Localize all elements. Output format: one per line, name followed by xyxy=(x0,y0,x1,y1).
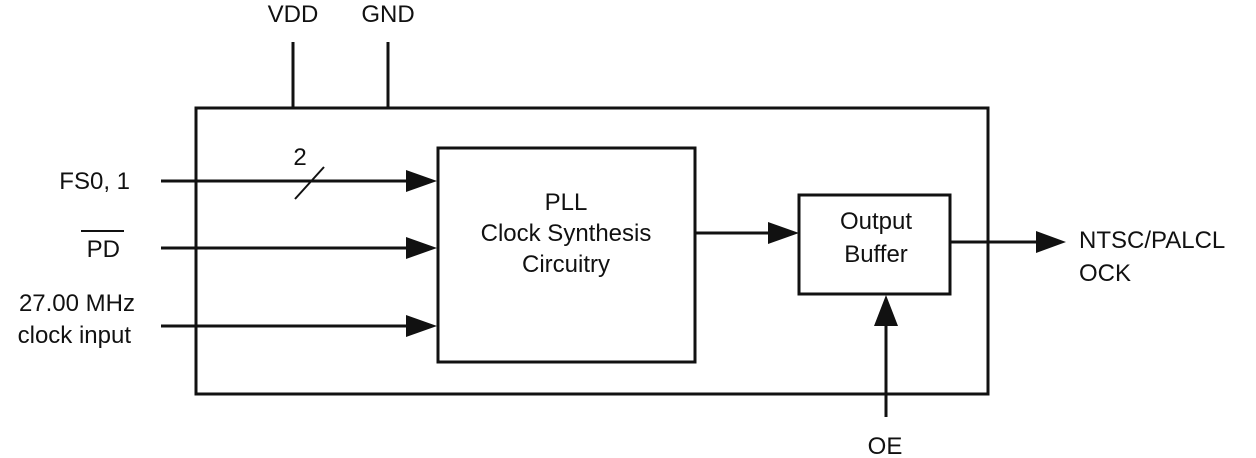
pll-label-line1: PLL xyxy=(545,189,588,216)
oe-label: OE xyxy=(868,433,903,458)
pd-label: PD xyxy=(87,236,120,263)
gnd-label: GND xyxy=(361,1,414,28)
chip-boundary xyxy=(194,106,990,396)
pll-label-line3: Circuitry xyxy=(522,251,610,278)
output-buffer-block xyxy=(797,193,952,296)
clock-input-arrow xyxy=(161,315,437,337)
vdd-label: VDD xyxy=(268,1,319,28)
buffer-label-line1: Output xyxy=(840,208,912,235)
oe-arrow xyxy=(874,295,898,417)
output-arrow xyxy=(950,231,1066,253)
pll-block xyxy=(436,146,697,364)
fs-label: FS0, 1 xyxy=(59,168,130,195)
pll-label-line2: Clock Synthesis xyxy=(481,220,652,247)
bus-width-label: 2 xyxy=(293,144,306,171)
output-label-line1: NTSC/PALCL xyxy=(1079,227,1225,254)
bus-slash xyxy=(294,166,325,200)
fs-arrow xyxy=(161,166,437,200)
buffer-label-line2: Buffer xyxy=(844,241,908,268)
clock-input-label-line1: 27.00 MHz xyxy=(19,290,135,317)
pd-arrow xyxy=(161,237,437,259)
output-label-line2: OCK xyxy=(1079,260,1131,287)
clock-input-label-line2: clock input xyxy=(18,322,132,349)
pll-to-buffer-arrow xyxy=(695,222,799,244)
